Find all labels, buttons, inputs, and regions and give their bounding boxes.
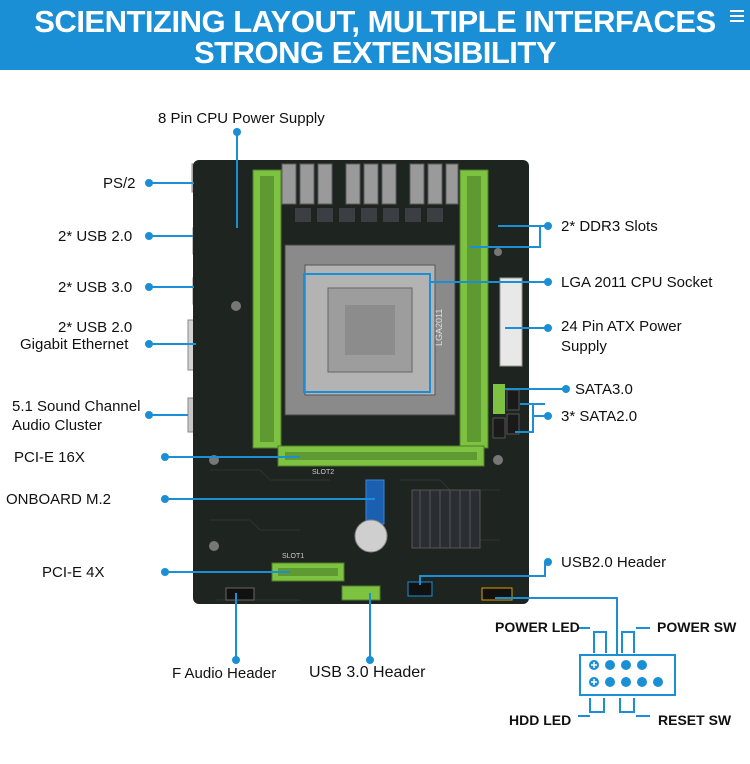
label-ps2: PS/2 (103, 175, 136, 192)
label-usb20-lan-line1: 2* USB 2.0 (58, 319, 133, 336)
label-cpu-power: 8 Pin CPU Power Supply (158, 110, 325, 127)
label-power-sw: POWER SW (657, 619, 737, 635)
sata2-port-c (492, 417, 506, 439)
label-pcie4: PCI-E 4X (42, 564, 105, 581)
label-hdd-led: HDD LED (509, 712, 572, 728)
label-cpu-socket: LGA 2011 CPU Socket (561, 274, 713, 291)
label-usb20-lan-line2: Gigabit Ethernet (20, 336, 129, 353)
label-audio-line1: 5.1 Sound Channel (12, 398, 141, 415)
slot2-silkscreen: SLOT2 (312, 469, 334, 476)
cmos-battery (354, 519, 388, 553)
m2-slot (365, 479, 385, 525)
f-audio-header (225, 587, 255, 601)
sata2-port-a (506, 389, 520, 411)
cpu-socket-highlight (303, 273, 431, 393)
callout-lines (149, 132, 618, 660)
chipset-heatsink (411, 489, 481, 549)
chokes (295, 208, 443, 222)
label-audio-line2: Audio Cluster (12, 417, 103, 434)
label-m2: ONBOARD M.2 (6, 491, 112, 508)
label-usb30: 2* USB 3.0 (58, 279, 133, 296)
label-usb20-top: 2* USB 2.0 (58, 228, 133, 245)
banner-title-line2: STRONG EXTENSIBILITY (193, 35, 557, 70)
label-ddr3: 2* DDR3 Slots (561, 218, 658, 235)
label-pcie16: PCI-E 16X (14, 449, 85, 466)
vrm-heatsinks (281, 163, 459, 205)
label-f-audio: F Audio Header (172, 665, 277, 682)
banner-title-line1: SCIENTIZING LAYOUT, MULTIPLE INTERFACES (34, 4, 716, 39)
mounting-holes (209, 248, 503, 551)
sata2-port-b (506, 413, 520, 435)
label-sata2: 3* SATA2.0 (561, 408, 638, 425)
front-panel-pins (589, 660, 663, 687)
label-usb30-header: USB 3.0 Header (309, 664, 426, 681)
front-panel-brackets (578, 627, 650, 717)
slot1-silkscreen: SLOT1 (282, 553, 304, 560)
callout-dots (145, 128, 570, 664)
socket-silkscreen: LGA2011 (434, 309, 444, 346)
label-sata3: SATA3.0 (575, 381, 633, 398)
menu-icon[interactable] (730, 10, 744, 22)
label-atx-line2: Supply (561, 338, 607, 355)
label-atx-line1: 24 Pin ATX Power (561, 318, 682, 335)
header-banner: SCIENTIZING LAYOUT, MULTIPLE INTERFACES … (0, 0, 750, 70)
label-power-led: POWER LED (495, 619, 580, 635)
usb30-header (341, 585, 381, 601)
atx-24pin-connector (499, 277, 523, 367)
label-usb20-header: USB2.0 Header (561, 554, 667, 571)
label-reset-sw: RESET SW (658, 712, 732, 728)
sata3-port (493, 384, 505, 414)
